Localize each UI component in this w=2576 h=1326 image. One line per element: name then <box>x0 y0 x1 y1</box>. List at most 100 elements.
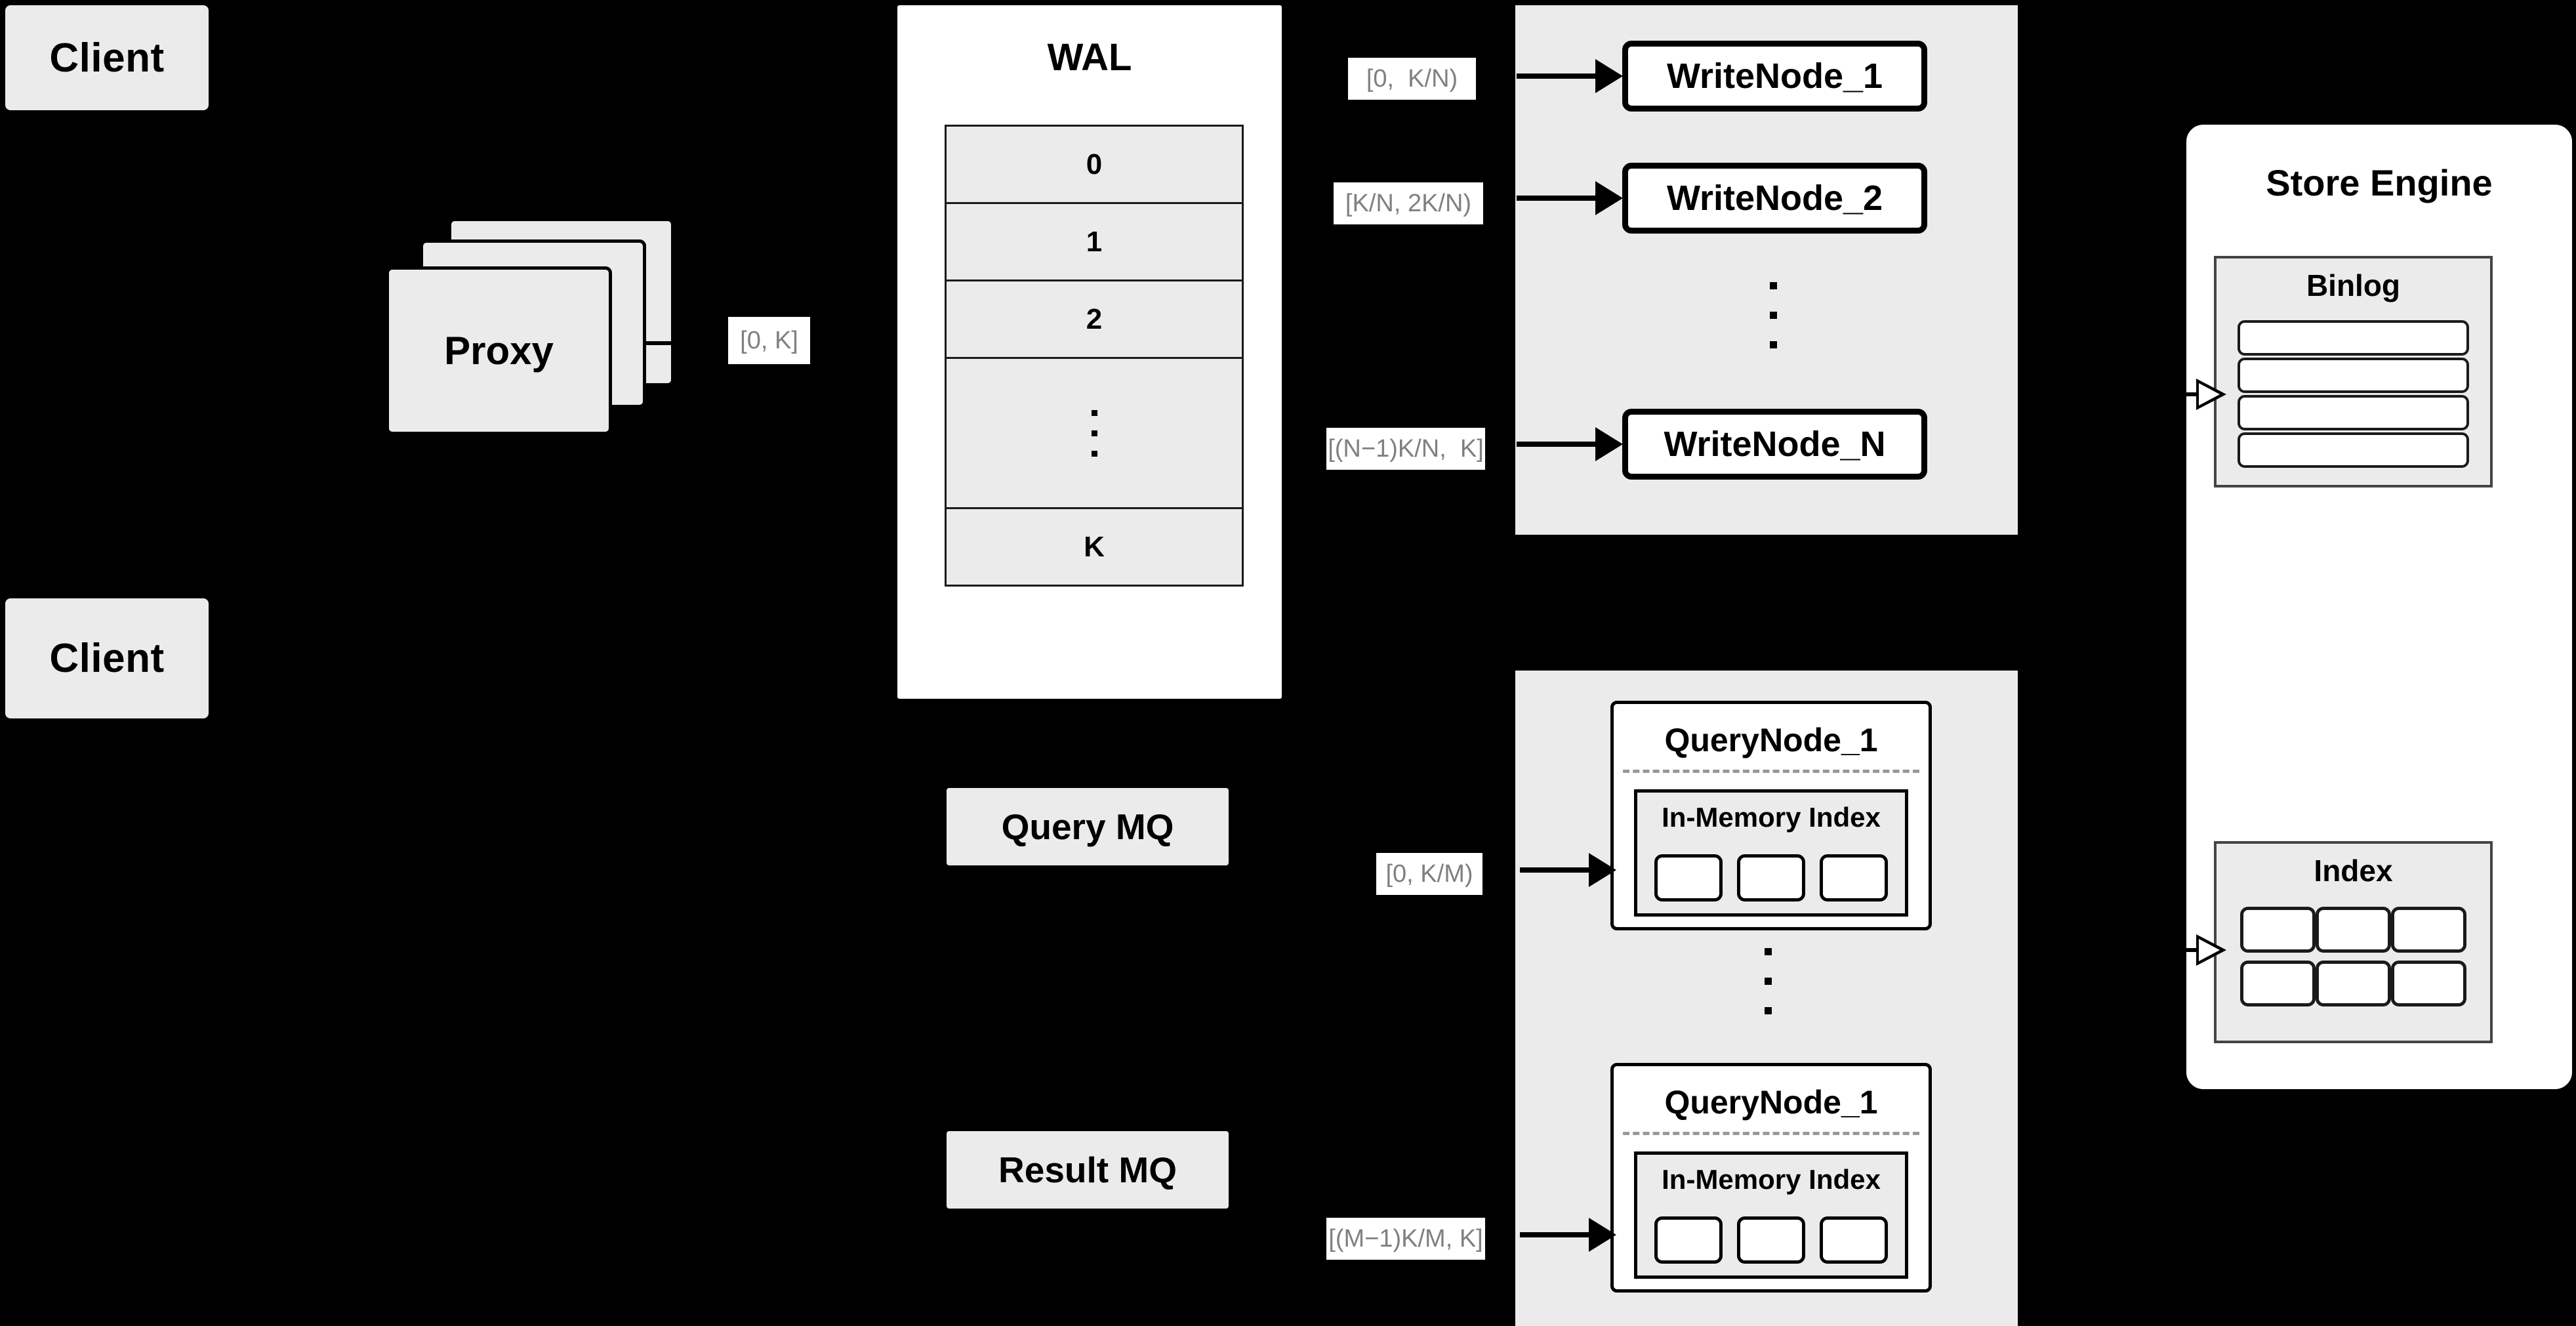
wal-row: K <box>947 509 1242 585</box>
proxy-label: Proxy <box>444 329 554 373</box>
proxy-connector-stub <box>644 341 672 345</box>
ellipsis-dot <box>1765 948 1772 955</box>
binlog-entries <box>2238 320 2469 468</box>
write-node-2[interactable]: WriteNode_2 <box>1622 163 1927 234</box>
index-cell <box>1820 854 1888 901</box>
index-panel: Index <box>2214 841 2493 1043</box>
binlog-entry <box>2238 358 2469 393</box>
tag-write-node-1-range: [0, K/N) <box>1348 58 1476 100</box>
write-node-label: WriteNode_2 <box>1666 178 1883 218</box>
index-cell <box>2391 961 2466 1006</box>
arrow-to-query-node-m <box>1520 1232 1602 1237</box>
in-memory-index-box: In-Memory Index <box>1634 1151 1908 1279</box>
ellipsis-dot <box>1091 450 1097 457</box>
in-memory-index-cells <box>1654 1216 1888 1264</box>
binlog-entry <box>2238 320 2469 356</box>
wal-row-label: 0 <box>1086 148 1103 180</box>
store-engine-panel: Store Engine Binlog Index <box>2186 125 2572 1089</box>
index-cell <box>1654 854 1723 901</box>
tag-text: [K/N, 2K/N) <box>1345 189 1472 217</box>
query-node-1[interactable]: QueryNode_1 In-Memory Index <box>1610 701 1932 930</box>
arrow-to-index <box>2173 948 2205 952</box>
wal-row-label: 1 <box>1086 225 1103 258</box>
query-node-m[interactable]: QueryNode_1 In-Memory Index <box>1610 1063 1932 1293</box>
arrow-to-binlog <box>2173 392 2205 396</box>
index-cell <box>2316 907 2391 953</box>
index-cell-row <box>2240 907 2466 953</box>
tag-text: [0, K/M) <box>1385 860 1473 888</box>
in-memory-index-title: In-Memory Index <box>1662 1164 1881 1195</box>
write-node-n[interactable]: WriteNode_N <box>1622 409 1927 480</box>
wal-row-label: 2 <box>1086 302 1103 335</box>
query-node-label: QueryNode_1 <box>1664 1084 1878 1121</box>
arrow-head <box>1589 853 1616 887</box>
binlog-entry <box>2238 395 2469 430</box>
index-title: Index <box>2314 854 2393 888</box>
client-label: Client <box>49 636 165 681</box>
tag-proxy-range: [0, K] <box>728 317 810 364</box>
tag-write-node-2-range: [K/N, 2K/N) <box>1334 182 1483 224</box>
wal-title: WAL <box>1047 36 1132 79</box>
tag-text: [0, K/N) <box>1366 64 1458 93</box>
wal-entry-table: 0 1 2 K <box>945 125 1244 587</box>
index-cell <box>2240 961 2316 1006</box>
write-nodes-ellipsis <box>1770 282 1777 348</box>
arrow-to-write-node-2 <box>1517 196 1607 201</box>
store-engine-title: Store Engine <box>2266 162 2493 203</box>
write-node-label: WriteNode_1 <box>1666 56 1883 96</box>
in-memory-index-title: In-Memory Index <box>1662 802 1881 833</box>
arrow-head <box>1595 427 1623 461</box>
ellipsis-dot <box>1765 1007 1772 1014</box>
wal-row-label: K <box>1084 530 1105 563</box>
write-node-label: WriteNode_N <box>1664 425 1886 464</box>
hollow-arrow-head <box>2196 379 2226 410</box>
index-cell <box>2240 907 2316 953</box>
query-mq-node[interactable]: Query MQ <box>947 788 1229 865</box>
tag-query-node-1-range: [0, K/M) <box>1376 853 1482 895</box>
tag-write-node-n-range: [(N−1)K/N, K] <box>1326 428 1485 470</box>
arrow-head <box>1589 1218 1616 1252</box>
in-memory-index-box: In-Memory Index <box>1634 789 1908 917</box>
client-label: Client <box>49 35 165 81</box>
index-cell <box>2316 961 2391 1006</box>
tag-text: [(M−1)K/M, K] <box>1328 1224 1483 1253</box>
tag-text: [0, K] <box>740 326 798 354</box>
hollow-arrow-head <box>2196 934 2226 966</box>
client-node-top[interactable]: Client <box>5 5 209 110</box>
binlog-title: Binlog <box>2306 268 2401 302</box>
index-cell-row <box>2240 961 2466 1006</box>
ellipsis-dot <box>1091 409 1097 416</box>
in-memory-index-cells <box>1654 854 1888 901</box>
ellipsis-dot <box>1770 341 1777 348</box>
write-node-1[interactable]: WriteNode_1 <box>1622 41 1927 112</box>
result-mq-node[interactable]: Result MQ <box>947 1131 1229 1209</box>
wal-row-ellipsis <box>947 359 1242 509</box>
result-mq-label: Result MQ <box>998 1150 1177 1190</box>
ellipsis-dot <box>1091 430 1097 436</box>
arrow-to-write-node-n <box>1517 442 1607 447</box>
arrow-head <box>1595 59 1623 93</box>
index-cell <box>1820 1216 1888 1264</box>
index-cell <box>1654 1216 1723 1264</box>
binlog-panel: Binlog <box>2214 256 2493 487</box>
index-cell <box>1737 854 1805 901</box>
client-node-bottom[interactable]: Client <box>5 598 209 718</box>
arrow-head <box>1595 181 1623 215</box>
wal-row: 0 <box>947 127 1242 204</box>
arrow-to-write-node-1 <box>1517 73 1607 79</box>
ellipsis-dot <box>1765 978 1772 985</box>
ellipsis-dot <box>1770 312 1777 319</box>
index-cell <box>1737 1216 1805 1264</box>
query-nodes-ellipsis <box>1765 948 1772 1014</box>
wal-row: 1 <box>947 204 1242 281</box>
query-node-divider <box>1623 770 1919 773</box>
wal-panel: WAL 0 1 2 K <box>895 3 1284 701</box>
index-cell-grid <box>2240 899 2466 1014</box>
tag-text: [(N−1)K/N, K] <box>1328 434 1484 463</box>
binlog-entry <box>2238 432 2469 468</box>
tag-query-node-m-range: [(M−1)K/M, K] <box>1326 1218 1485 1260</box>
query-node-divider <box>1623 1132 1919 1135</box>
proxy-node[interactable]: Proxy <box>386 266 612 435</box>
wal-row: 2 <box>947 281 1242 359</box>
